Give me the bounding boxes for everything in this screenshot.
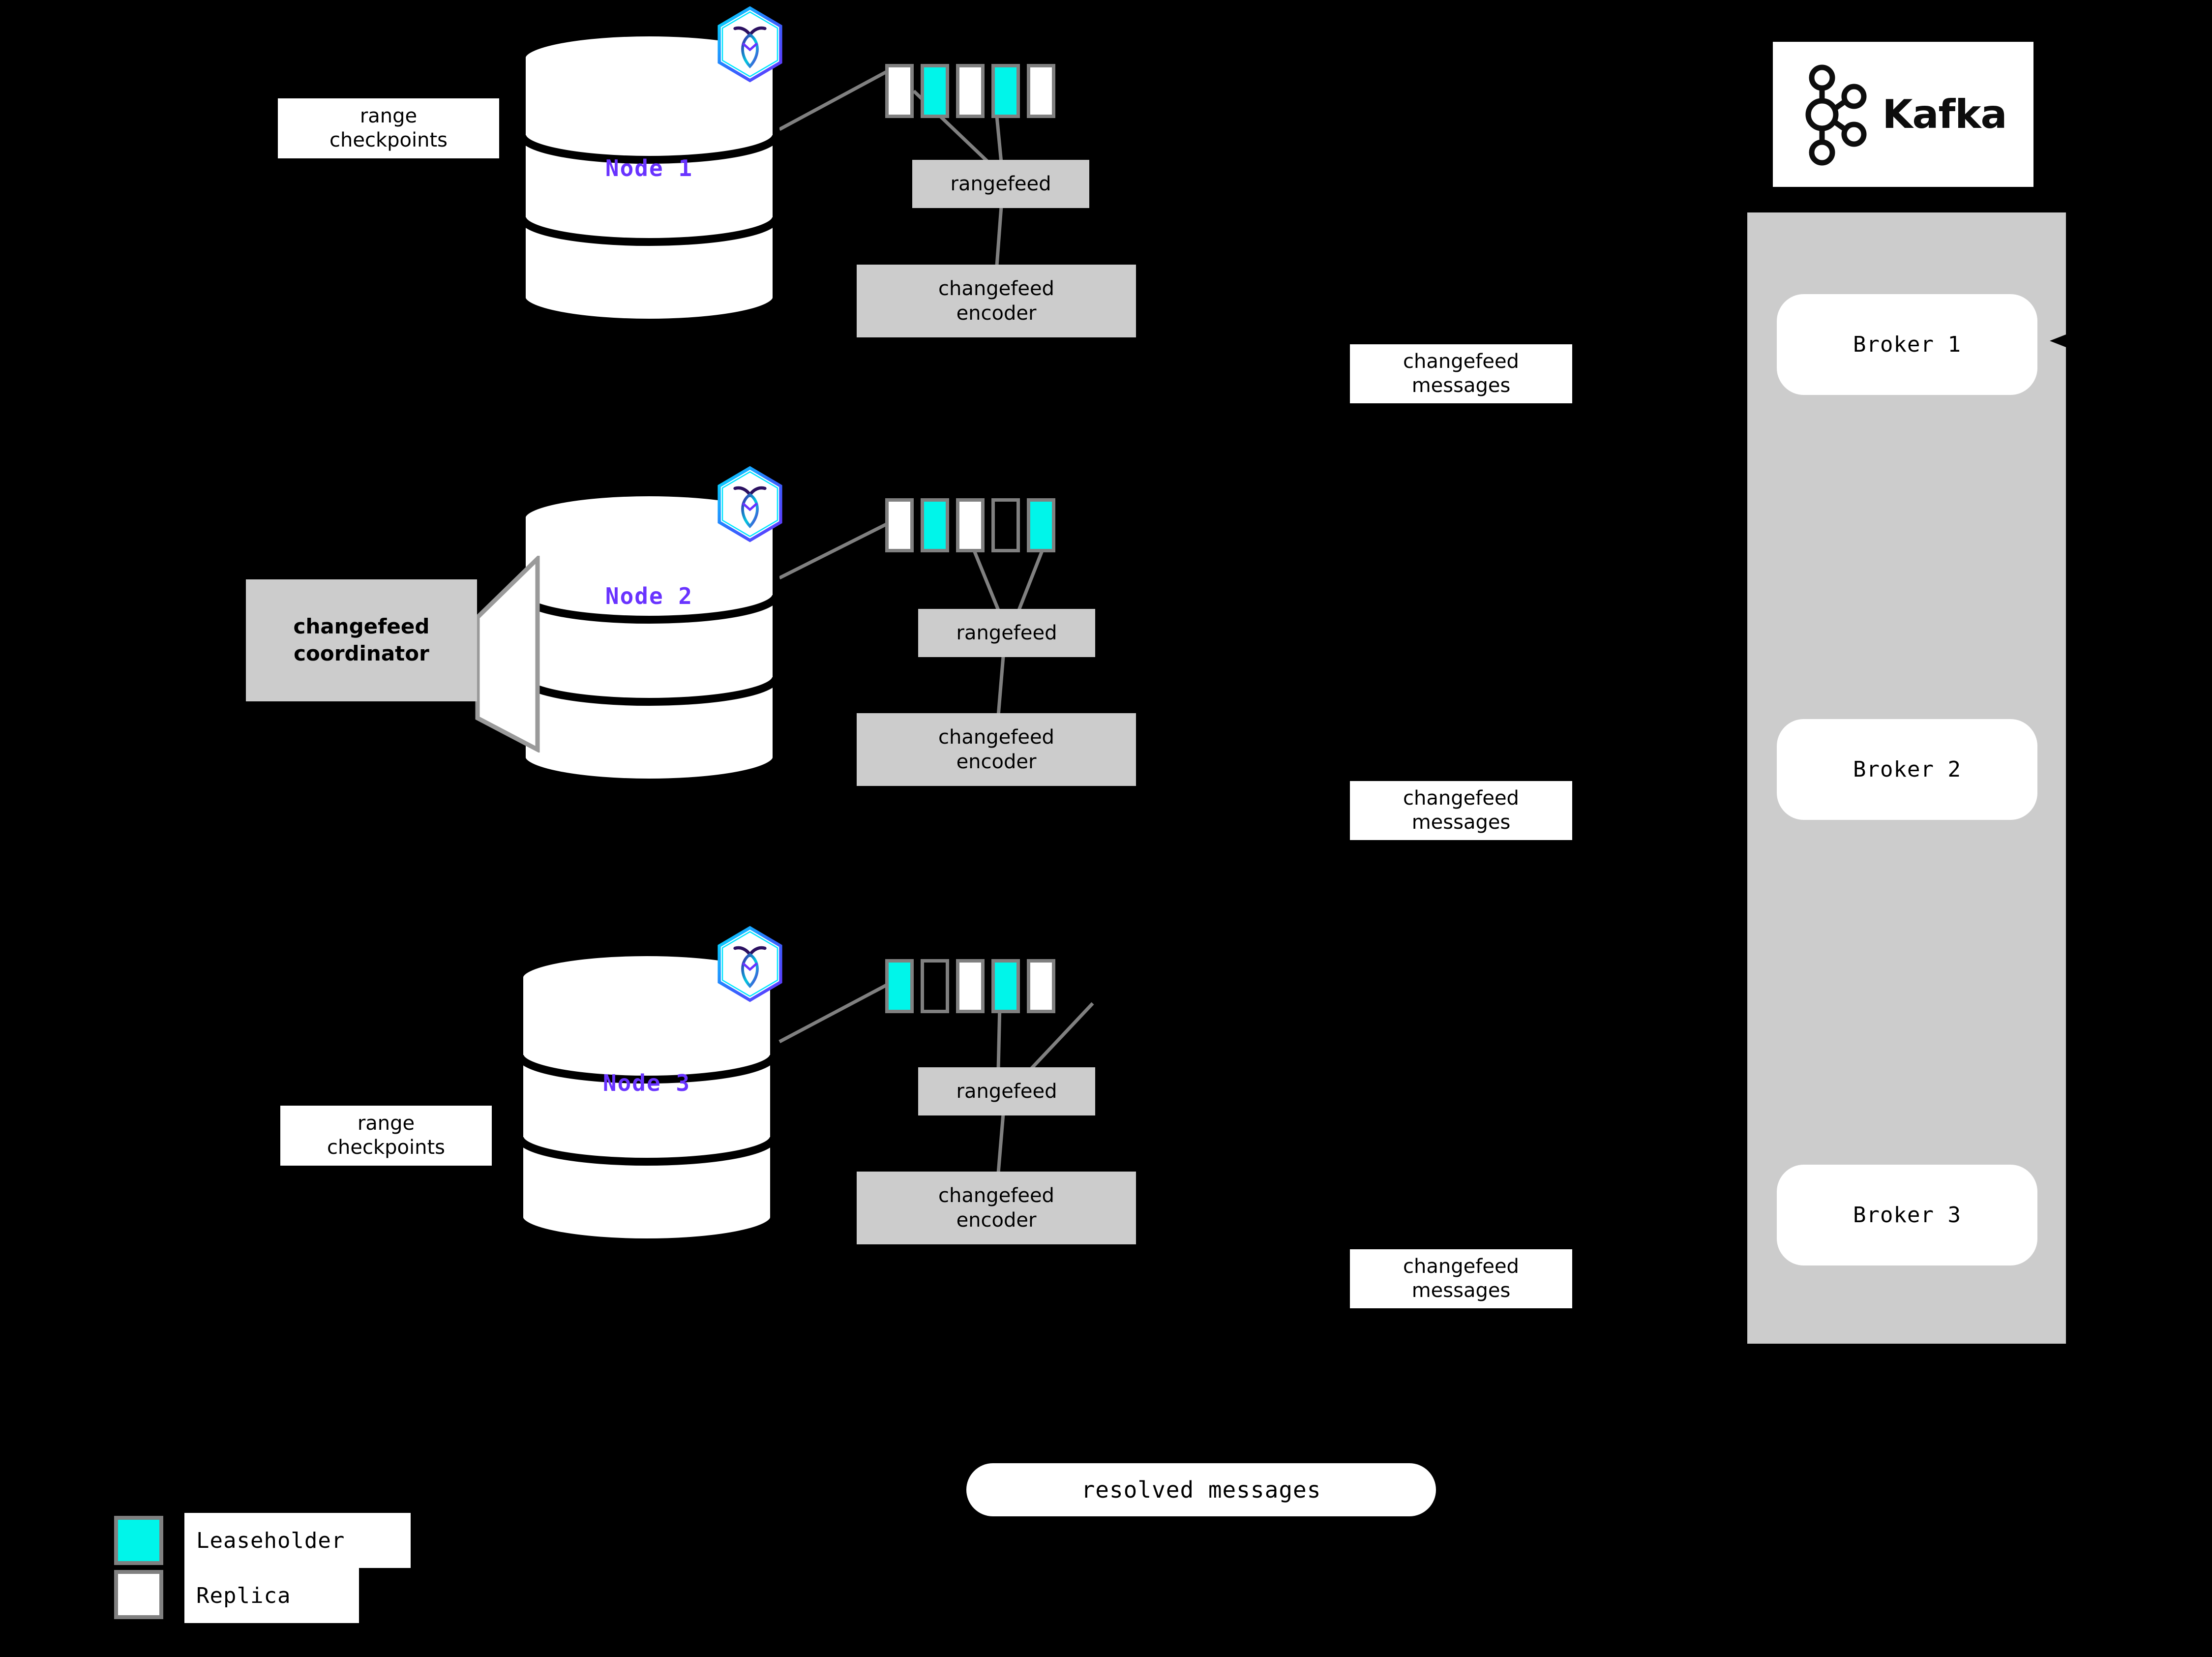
legend-swatch-leaseholder (114, 1516, 163, 1565)
range-box[interactable] (991, 64, 1020, 118)
range-box[interactable] (956, 498, 985, 552)
broker-2[interactable]: Broker 2 (1777, 719, 2037, 820)
range-box[interactable] (991, 959, 1020, 1013)
node-3-rangefeed[interactable]: rangefeed (918, 1067, 1095, 1115)
message-line-2: messages (1411, 374, 1511, 397)
legend-label-leaseholder: Leaseholder (184, 1513, 411, 1568)
kafka-logo-icon (1805, 64, 1867, 165)
range-box[interactable] (956, 64, 985, 118)
node-1-range-checkpoints-label: range checkpoints (278, 98, 499, 158)
encoder-line-2: encoder (956, 302, 1037, 325)
message-line-2: messages (1411, 811, 1511, 834)
changefeed-messages-label-3: changefeed messages (1350, 1249, 1572, 1308)
node-3-changefeed-encoder[interactable]: changefeed encoder (857, 1172, 1136, 1244)
broker-1[interactable]: Broker 1 (1777, 294, 2037, 395)
changefeed-messages-label-2: changefeed messages (1350, 781, 1572, 840)
range-box[interactable] (885, 64, 914, 118)
kafka-incoming-arrowhead-icon (2050, 332, 2072, 350)
node-1-ranges (885, 64, 1055, 118)
encoder-line-2: encoder (956, 751, 1037, 773)
message-line-1: changefeed (1403, 787, 1519, 810)
node-2-changefeed-encoder[interactable]: changefeed encoder (857, 713, 1136, 786)
coordinator-line-2: coordinator (294, 641, 429, 665)
node-1-rangefeed[interactable]: rangefeed (912, 160, 1089, 208)
range-box[interactable] (991, 498, 1020, 552)
node-3-ranges (885, 959, 1055, 1013)
range-box[interactable] (1027, 64, 1055, 118)
node-2-rangefeed[interactable]: rangefeed (918, 609, 1095, 657)
node-3-range-checkpoints-label: range checkpoints (280, 1106, 492, 1166)
coordinator-line-1: changefeed (293, 614, 430, 639)
encoder-line-1: changefeed (938, 277, 1054, 300)
kafka-logo-box: Kafka (1773, 42, 2033, 187)
legend-label-replica: Replica (184, 1568, 359, 1623)
broker-3[interactable]: Broker 3 (1777, 1165, 2037, 1265)
legend-swatch-replica (114, 1570, 163, 1619)
range-box[interactable] (921, 498, 949, 552)
range-box[interactable] (885, 959, 914, 1013)
kafka-wordmark: Kafka (1882, 91, 2007, 137)
encoder-line-1: changefeed (938, 1184, 1054, 1207)
range-box[interactable] (921, 959, 949, 1013)
changefeed-coordinator-box[interactable]: changefeed coordinator (246, 579, 477, 701)
node-1-cylinder: Node 1 (518, 30, 780, 326)
message-line-1: changefeed (1403, 1255, 1519, 1278)
range-box[interactable] (1027, 959, 1055, 1013)
range-box[interactable] (885, 498, 914, 552)
cockroachdb-hexagon-icon (711, 465, 789, 543)
cockroachdb-hexagon-icon (711, 5, 789, 84)
range-box[interactable] (921, 64, 949, 118)
encoder-line-1: changefeed (938, 726, 1054, 749)
encoder-line-2: encoder (956, 1209, 1037, 1232)
node-1-changefeed-encoder[interactable]: changefeed encoder (857, 265, 1136, 337)
resolved-messages-pill: resolved messages (966, 1463, 1436, 1516)
range-checkpoints-line-2: checkpoints (327, 1136, 445, 1159)
range-checkpoints-line-1: range (357, 1112, 415, 1135)
coordinator-connector-wedge (475, 556, 540, 753)
message-line-2: messages (1411, 1279, 1511, 1302)
range-box[interactable] (956, 959, 985, 1013)
range-box[interactable] (1027, 498, 1055, 552)
cockroachdb-hexagon-icon (711, 925, 789, 1003)
range-checkpoints-line-2: checkpoints (329, 129, 448, 151)
changefeed-messages-label-1: changefeed messages (1350, 344, 1572, 403)
message-line-1: changefeed (1403, 350, 1519, 373)
range-checkpoints-line-1: range (359, 105, 418, 128)
node-2-ranges (885, 498, 1055, 552)
